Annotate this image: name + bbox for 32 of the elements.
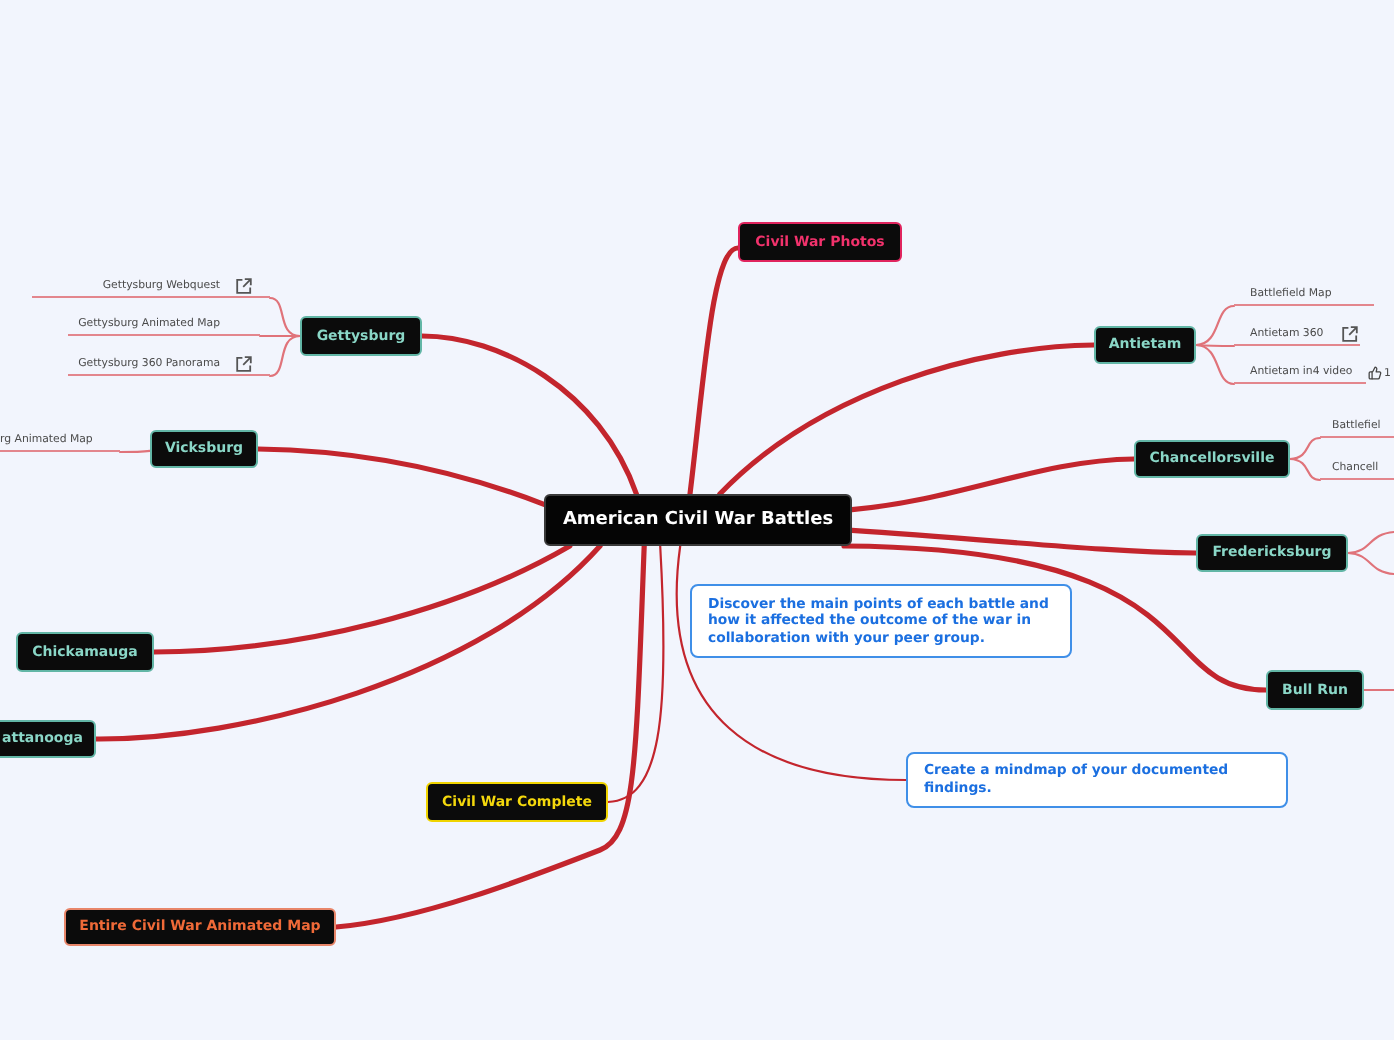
branch-line	[93, 543, 603, 742]
connector-line	[1194, 304, 1236, 347]
central-topic-box: American Civil War Battles	[544, 494, 852, 546]
connector-line	[1288, 436, 1322, 461]
connector-line	[118, 449, 152, 454]
connector-line	[1288, 457, 1322, 482]
underlined-subtopic	[1234, 284, 1374, 306]
connector-line	[1346, 551, 1394, 576]
branch-line	[333, 543, 647, 930]
underlined-subtopic	[1320, 416, 1394, 438]
connector-line	[1346, 530, 1394, 555]
branch-line	[255, 446, 547, 507]
branch-line	[419, 333, 639, 497]
underlined-subtopic	[0, 430, 120, 452]
connector-line	[1194, 343, 1236, 386]
underlined-subtopic	[1234, 362, 1366, 384]
connector-line	[606, 544, 665, 804]
underlined-subtopic	[1234, 324, 1360, 346]
branch-line	[687, 245, 741, 497]
branch-line	[849, 456, 1137, 513]
branch-line	[849, 527, 1199, 556]
underlined-subtopic	[32, 276, 270, 298]
branch-line	[841, 543, 1269, 693]
underlined-subtopic	[68, 354, 270, 376]
connector-line	[268, 334, 302, 378]
underlined-subtopic	[68, 314, 260, 336]
underlined-subtopic	[1320, 458, 1394, 480]
connector-line	[1362, 688, 1394, 692]
connector-line	[675, 544, 908, 782]
connector-line	[268, 296, 302, 338]
branch-line	[717, 342, 1097, 497]
branch-line	[151, 543, 573, 655]
